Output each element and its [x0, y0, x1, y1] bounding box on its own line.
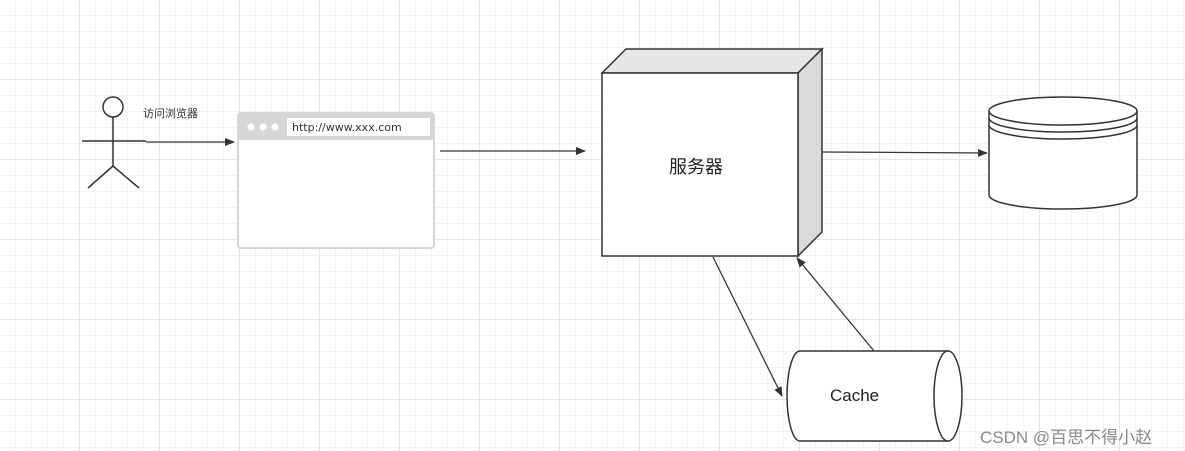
arrow-server-to-cache [712, 256, 783, 397]
actor-label: 访问浏览器 [143, 107, 198, 120]
database-cylinder [988, 96, 1138, 210]
actor-leg-left [87, 165, 114, 189]
arrow-server-to-database [821, 148, 988, 157]
browser-dot-2 [259, 123, 267, 131]
server-front-face [601, 72, 799, 257]
cache-cylinder [786, 350, 963, 442]
server-label: 服务器 [669, 157, 723, 178]
cache-end [933, 350, 963, 442]
server-cube [600, 47, 824, 258]
server-side-face [797, 47, 823, 258]
cache-body [786, 350, 949, 442]
actor-leg-right [112, 165, 140, 189]
browser-dot-3 [271, 123, 279, 131]
database-ring-2 [988, 124, 1138, 140]
browser-window [237, 112, 435, 249]
browser-dot-1 [247, 123, 255, 131]
browser-url-text: http://www.xxx.com [292, 121, 402, 134]
arrow-cache-to-server [796, 257, 875, 352]
server-top-face [600, 48, 824, 74]
browser-address-bar [287, 118, 430, 136]
watermark: CSDN @百思不得小赵 [980, 428, 1153, 447]
database-ring-1 [988, 117, 1138, 133]
database-body [988, 111, 1138, 210]
cache-label: Cache [830, 386, 880, 405]
actor-head [102, 96, 124, 118]
database-top [988, 96, 1138, 126]
user-actor [82, 96, 146, 189]
